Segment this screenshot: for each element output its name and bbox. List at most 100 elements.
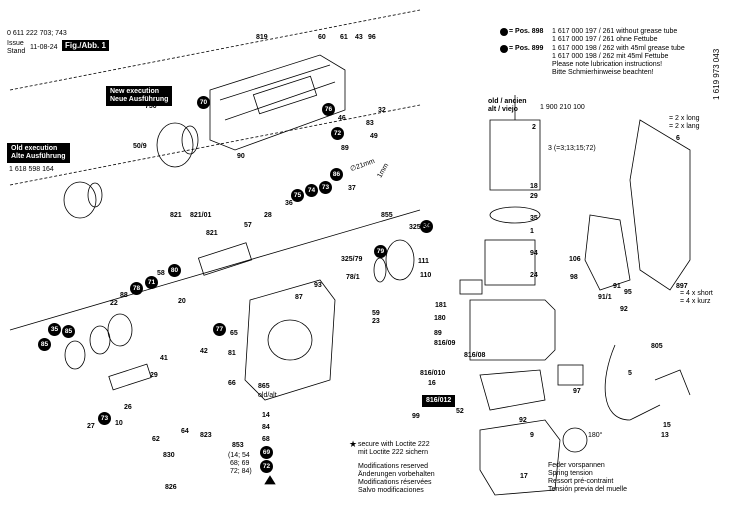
- brushes-lang: = 2 x lang: [669, 123, 700, 130]
- brushes-short: = 4 x short: [680, 290, 713, 297]
- marker-71: 71: [145, 276, 158, 289]
- label-26: 26: [124, 404, 132, 411]
- label-5: 15: [663, 422, 671, 429]
- label-66: 66: [228, 380, 236, 387]
- label-17: 106: [569, 256, 581, 263]
- old-execution-number: 1 618 598 164: [9, 166, 54, 173]
- marker-80: 80: [168, 264, 181, 277]
- label-98: 91: [613, 283, 621, 290]
- label-855: 325/79: [341, 256, 363, 263]
- label-180: 816/09: [434, 340, 456, 347]
- label-64: 64: [181, 428, 189, 435]
- label-78-1: 59: [372, 310, 380, 317]
- pos898-label: = Pos. 898: [509, 28, 544, 35]
- label-89: 89: [341, 145, 349, 152]
- pos899-line1: 1 617 000 198 / 262 with 45ml grease tub…: [552, 45, 685, 52]
- old-ref-number: 1 900 210 100: [540, 104, 585, 111]
- label-37: 37: [348, 185, 356, 192]
- label-16: 99: [412, 413, 420, 420]
- label-826: 826: [165, 484, 177, 491]
- label-816-010: 816/012: [422, 395, 456, 407]
- label-35: 29: [530, 193, 538, 200]
- label-750: 750: [145, 103, 157, 110]
- label-110: 181: [435, 302, 447, 309]
- label-60: 60: [318, 34, 326, 41]
- label-808: 180: [434, 315, 446, 322]
- label-823: 823: [200, 432, 212, 439]
- label-97: 98: [570, 274, 578, 281]
- label-28: 28: [264, 212, 272, 219]
- marker-72b: 72: [260, 460, 273, 473]
- label-29: 29: [150, 372, 158, 379]
- label-32: 32: [378, 107, 386, 114]
- marker-85b: 85: [62, 325, 75, 338]
- label-43: 43: [355, 34, 363, 41]
- label-821b: 821: [206, 230, 218, 237]
- old-execution-de: Alte Ausführung: [11, 153, 66, 160]
- label-46: 46: [338, 115, 346, 122]
- label-91-1: 6: [676, 135, 680, 142]
- label-821: 821: [170, 212, 182, 219]
- label-23: 111: [418, 258, 429, 265]
- label-181: 89: [434, 330, 442, 337]
- label-83: 83: [366, 120, 374, 127]
- brushes-long: = 2 x long: [669, 115, 700, 122]
- label-91: 897: [676, 283, 688, 290]
- issue-date: 11-08-24: [30, 44, 58, 51]
- loctite-star-icon: ★: [349, 439, 358, 449]
- pos899-line2: 1 617 000 198 / 262 mit 45ml Fettube: [552, 53, 669, 60]
- lubrication-note-en: Please note lubrication instructions!: [552, 61, 663, 68]
- marker-73b: 73: [98, 412, 111, 425]
- label-805: 13: [661, 432, 669, 439]
- old-execution-box: Old execution Alte Ausführung: [7, 143, 70, 163]
- label-65: 65: [230, 330, 238, 337]
- marker-74: 74: [305, 184, 318, 197]
- label-93: 110: [420, 272, 432, 279]
- old-ancien-label: old / ancien: [488, 98, 527, 105]
- stand-label: Stand: [7, 48, 26, 55]
- label-830: 830: [163, 452, 175, 459]
- marker-70: 70: [197, 96, 210, 109]
- label-41: 41: [160, 355, 168, 362]
- spring-de: Feder vorspannen: [548, 462, 605, 469]
- label-90: 90: [237, 153, 245, 160]
- marker-35: 35: [48, 323, 61, 336]
- label-81: 81: [228, 350, 236, 357]
- label-6: 5: [628, 370, 632, 377]
- label-96: 96: [368, 34, 376, 41]
- angle-180: 180°: [588, 432, 603, 439]
- label-88: 88: [120, 292, 128, 299]
- label-89b: 816/08: [464, 352, 486, 359]
- label-2: 94: [530, 250, 538, 257]
- label-62: 62: [152, 436, 160, 443]
- label-816-08: 16: [428, 380, 436, 387]
- label-59: 93: [314, 282, 322, 289]
- new-execution-box: New execution Neue Ausführung: [106, 86, 173, 106]
- label-84: 84: [262, 424, 270, 431]
- label-18: 35: [530, 215, 538, 222]
- label-95: 91/1: [598, 294, 612, 301]
- label-10: 10: [115, 420, 123, 427]
- label-821-01: 821/01: [190, 212, 212, 219]
- label-57: 57: [244, 222, 252, 229]
- label-61: 61: [340, 34, 348, 41]
- marker-79: 79: [374, 245, 387, 258]
- old-alt-label: old/alt: [258, 392, 277, 399]
- label-819: 819: [256, 34, 268, 41]
- alt-viejo-label: alt / viejo: [488, 106, 518, 113]
- label-92b: 805: [651, 343, 663, 350]
- spring-es: Tensión previa del muelle: [548, 486, 627, 493]
- new-execution-en: New execution: [110, 88, 160, 95]
- loctite-de: mit Loctite 222 sichern: [358, 449, 429, 456]
- label-816-09: 816/010: [420, 370, 446, 377]
- marker-69: 69: [260, 446, 273, 459]
- label-92: 17: [520, 473, 528, 480]
- label-825: 855: [381, 212, 393, 219]
- label-49: 49: [370, 133, 378, 140]
- spring-fr: Ressort pré-contraint: [548, 478, 614, 485]
- label-58: 58: [157, 270, 165, 277]
- pos899-label: = Pos. 899: [509, 45, 544, 52]
- label-87: 87: [295, 294, 303, 301]
- marker-75: 75: [291, 189, 304, 202]
